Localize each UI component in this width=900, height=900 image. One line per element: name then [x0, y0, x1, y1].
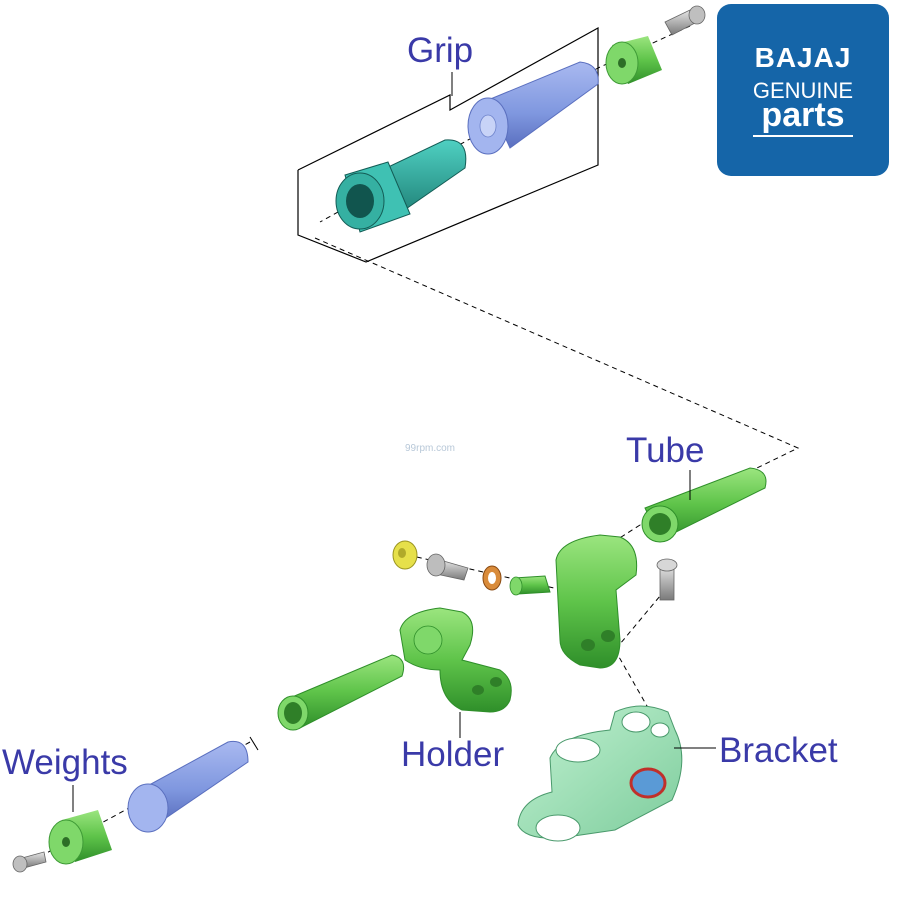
bar-end-weight-top: [605, 36, 662, 85]
handlebar-tube-left: [277, 654, 405, 731]
throttle-sleeve-teal: [335, 139, 467, 233]
tube-left-tick: [249, 736, 259, 751]
bar-end-bolt-top: [664, 5, 706, 36]
callout-holder: Holder: [401, 735, 505, 774]
hex-bolt-middle: [426, 553, 469, 581]
throttle-grip-blue-bottom: [127, 740, 249, 833]
triple-clamp-bracket: [517, 705, 683, 842]
brand-logo: BAJAJ GENUINE parts: [717, 4, 889, 176]
brand-logo-line1: BAJAJ: [754, 42, 852, 73]
grip-inset-frame: [297, 26, 599, 263]
watermark: 99rpm.com: [405, 443, 456, 454]
callout-bracket: Bracket: [719, 731, 838, 770]
brand-logo-line3: parts: [761, 96, 845, 134]
small-nut-yellow: [392, 540, 418, 570]
washer-copper: [482, 565, 502, 591]
cap-screw-grey: [656, 558, 678, 601]
clamp-holder-left: [399, 607, 512, 713]
bar-end-bolt-bottom: [12, 851, 47, 873]
callout-weights: Weights: [2, 743, 128, 782]
collar-green-small: [509, 575, 551, 596]
brand-logo-underline: [753, 135, 853, 137]
bar-end-weight-bottom: [48, 810, 112, 865]
callout-grip: Grip: [407, 31, 474, 70]
throttle-grip-blue-top: [467, 61, 599, 155]
callout-leaders: [72, 72, 716, 812]
brand-logo-line2: GENUINE: [752, 78, 854, 103]
handlebar-tube-right: [641, 467, 767, 543]
clamp-holder-right: [555, 534, 638, 669]
callout-tube: Tube: [626, 431, 705, 470]
